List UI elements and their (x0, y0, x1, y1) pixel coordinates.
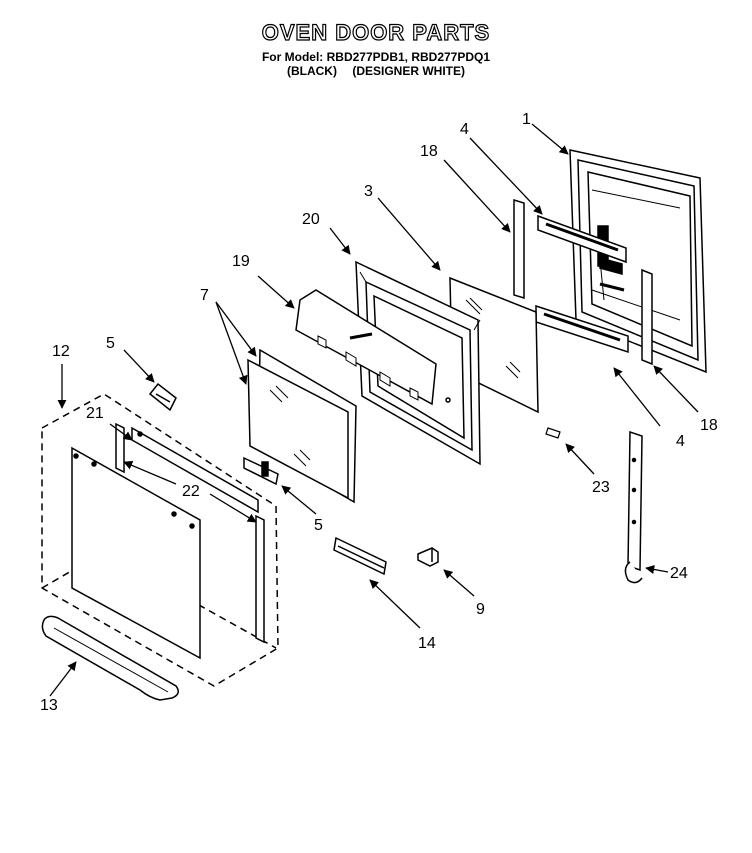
variant-designer-white: (DESIGNER WHITE) (352, 64, 465, 78)
part-23-spacer (545, 427, 561, 439)
part-18-right-strip (641, 268, 653, 366)
part-5-upper-clip (148, 382, 177, 412)
page-title: OVEN DOOR PARTS (261, 19, 491, 45)
part-18-left-strip (513, 198, 525, 300)
callout-22: 22 (182, 483, 200, 500)
callout-23: 23 (592, 479, 610, 496)
part-19-heat-shield (295, 289, 437, 406)
callout-4-lower: 4 (676, 433, 685, 450)
diagram-header: OVEN DOOR PARTS For Model: RBD277PDB1, R… (0, 0, 752, 90)
part-4-upper-bracket (537, 214, 627, 264)
callout-7: 7 (200, 287, 209, 304)
callout-14: 14 (418, 635, 436, 652)
callout-5-lower: 5 (314, 517, 323, 534)
callout-20: 20 (302, 211, 320, 228)
model-numbers: For Model: RBD277PDB1, RBD277PDQ1 (261, 50, 491, 64)
callout-3: 3 (364, 183, 373, 200)
outer-glass-panel (71, 446, 201, 660)
callout-13: 13 (40, 697, 58, 714)
part-5-lower-clip (243, 456, 279, 486)
callout-4-upper: 4 (460, 121, 469, 138)
part-13-door-handle (41, 615, 179, 701)
part-9-hinge-receiver (417, 547, 439, 567)
callout-24: 24 (670, 565, 688, 582)
part-12-outer-door-outline (41, 393, 279, 687)
callout-labels: 1 3 4 4 5 5 7 9 12 13 14 18 18 19 20 21 … (40, 111, 718, 714)
callout-5-upper: 5 (106, 335, 115, 352)
callout-19: 19 (232, 253, 250, 270)
callout-18-lower: 18 (700, 417, 718, 434)
part-22-left-trim (115, 422, 125, 474)
part-24-door-hinge (624, 430, 643, 584)
part-7-glass-pack (247, 348, 357, 504)
callout-9: 9 (476, 601, 485, 618)
part-14-hinge-bracket (333, 536, 387, 576)
callout-12: 12 (52, 343, 70, 360)
part-1-outer-door-panel (569, 149, 707, 374)
variant-black: (BLACK) (286, 64, 337, 78)
model-variants: (BLACK) (DESIGNER WHITE) (0, 64, 752, 78)
callout-1: 1 (522, 111, 531, 128)
leader-lines (49, 123, 699, 697)
callout-21: 21 (86, 405, 104, 422)
part-22-right-trim (255, 514, 265, 644)
callout-18-upper: 18 (420, 143, 438, 160)
